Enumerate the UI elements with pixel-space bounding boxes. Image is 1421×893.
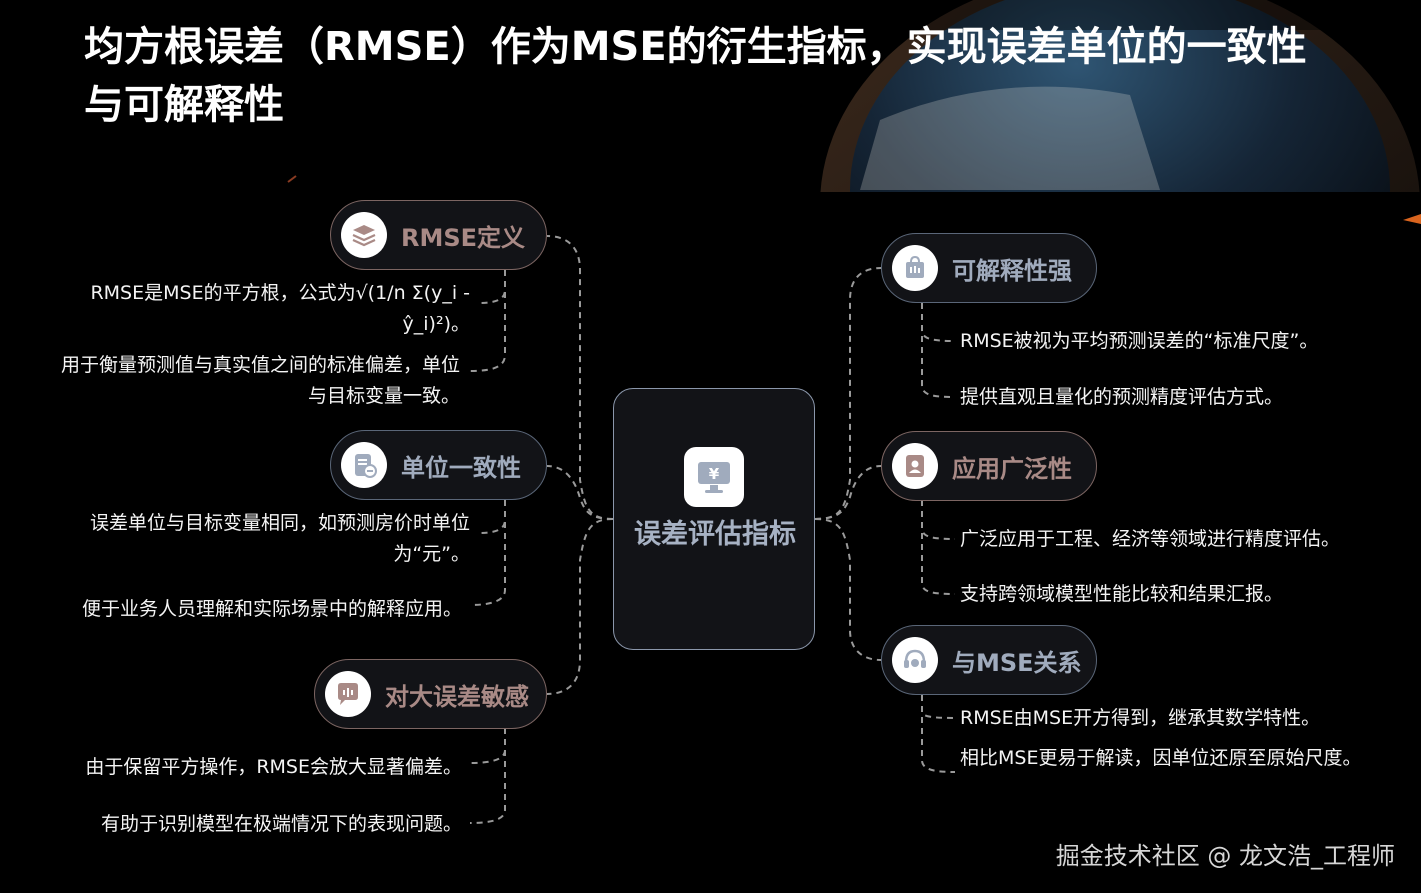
node-label: 应用广泛性 [952, 454, 1072, 483]
node-label: 可解释性强 [952, 256, 1072, 285]
leaf-text: RMSE被视为平均预测误差的“标准尺度”。 [960, 330, 1319, 352]
chat-bubble-icon [325, 671, 371, 717]
node-mse-relation: 与MSE关系 [881, 625, 1097, 695]
node-wide-application: 应用广泛性 [881, 431, 1097, 501]
document-icon [341, 442, 387, 488]
node-label: RMSE定义 [401, 223, 526, 252]
node-label: 与MSE关系 [952, 648, 1082, 677]
node-unit-consistency: 单位一致性 [330, 430, 547, 500]
node-label: 单位一致性 [401, 453, 521, 482]
node-rmse-definition: RMSE定义 [330, 200, 547, 270]
user-card-icon [892, 443, 938, 489]
page-title: 均方根误差（RMSE）作为MSE的衍生指标，实现误差单位的一致性与可解释性 [84, 24, 1307, 128]
leaf-text: 提供直观且量化的预测精度评估方式。 [960, 386, 1284, 408]
center-node: ¥ 误差评估指标 [613, 388, 815, 650]
leaf-text: 误差单位与目标变量相同，如预测房价时单位为“元”。 [89, 512, 470, 565]
leaf-text: 广泛应用于工程、经济等领域进行精度评估。 [960, 528, 1341, 550]
leaf-text: RMSE由MSE开方得到，继承其数学特性。 [960, 707, 1321, 729]
leaf-text: RMSE是MSE的平方根，公式为√(1/n Σ(y_i - ŷ_i)²)。 [90, 282, 470, 335]
node-large-error-sensitivity: 对大误差敏感 [314, 659, 547, 729]
leaf-text: 由于保留平方操作，RMSE会放大显著偏差。 [85, 756, 462, 778]
node-label: 对大误差敏感 [385, 682, 529, 711]
leaf-text: 相比MSE更易于解读，因单位还原至原始尺度。 [960, 747, 1362, 769]
node-interpretability: 可解释性强 [881, 233, 1097, 303]
leaf-text: 有助于识别模型在极端情况下的表现问题。 [100, 813, 462, 835]
leaf-text: 支持跨领域模型性能比较和结果汇报。 [960, 583, 1284, 605]
svg-text:¥: ¥ [709, 465, 720, 483]
shopping-bag-icon [892, 245, 938, 291]
leaf-text: 用于衡量预测值与真实值之间的标准偏差，单位与目标变量一致。 [60, 354, 460, 407]
watermark: 掘金技术社区 @ 龙文浩_工程师 [1055, 842, 1395, 870]
yuan-monitor-icon: ¥ [684, 447, 744, 507]
leaf-text: 便于业务人员理解和实际场景中的解释应用。 [81, 598, 462, 620]
headset-icon [892, 637, 938, 683]
center-label: 误差评估指标 [634, 519, 796, 550]
layers-icon [341, 212, 387, 258]
